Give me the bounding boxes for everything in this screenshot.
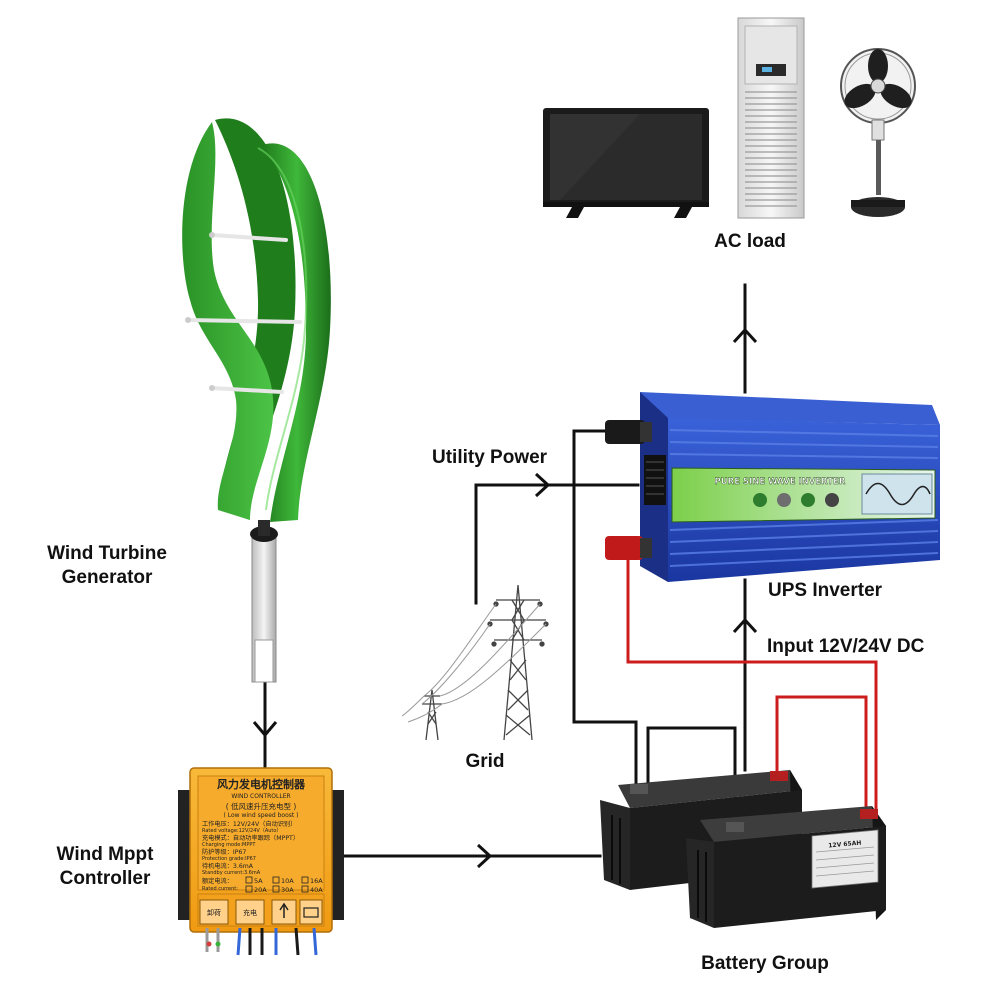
controller-label-text: 风力发电机控制器 WIND CONTROLLER ( 低风速升压充电型 ) ( … <box>202 777 323 917</box>
battery-right-image <box>686 806 886 928</box>
controller-subtitle-en: ( Low wind speed boost ) <box>224 812 299 819</box>
wind-mppt-controller-image <box>178 767 344 956</box>
tv-image <box>543 108 709 218</box>
wind-turbine-label: Wind Turbine Generator <box>12 542 202 590</box>
wire-inverter-positive <box>626 546 878 820</box>
wind-mppt-line2: Controller <box>59 868 151 889</box>
controller-spec-line: Charging mode:MPPT <box>202 842 256 848</box>
controller-spec-line: 充电模式：自动功率跟踪（MPPT） <box>202 834 299 842</box>
arrow-up-ac-load <box>732 327 758 344</box>
controller-spec-line: Standby current:3.6mA <box>202 870 261 876</box>
current-option: 30A <box>281 886 294 894</box>
wire-grid-to-inverter <box>474 483 640 605</box>
ups-inverter-label: UPS Inverter <box>768 579 882 603</box>
ups-inverter-text: UPS Inverter <box>768 580 883 601</box>
ac-load-text: AC load <box>714 231 786 252</box>
controller-current-options: 5A 10A 16A 20A 30A 40A <box>245 876 323 894</box>
arrow-right-utility <box>534 472 551 498</box>
input-dc-label: Input 12V/24V DC <box>767 635 924 659</box>
ups-inverter-image <box>605 392 940 582</box>
wind-turbine-image <box>182 118 331 683</box>
input-dc-text: Input 12V/24V DC <box>767 636 925 657</box>
arrow-up-dc-input <box>732 617 758 634</box>
utility-power-label: Utility Power <box>432 446 547 470</box>
wind-mppt-line1: Wind Mppt <box>56 844 154 865</box>
ac-load-label: AC load <box>690 230 810 254</box>
grid-towers-image <box>401 584 549 741</box>
controller-title-cn: 风力发电机控制器 <box>217 777 306 791</box>
controller-spec-line: 工作电压：12V/24V（自动识别） <box>202 820 296 828</box>
controller-subtitle-cn: ( 低风速升压充电型 ) <box>226 801 297 811</box>
controller-spec-line: 防护等级：IP67 <box>202 848 246 856</box>
battery-group-label: Battery Group <box>680 952 850 976</box>
controller-port-label: 卸荷 <box>207 908 221 917</box>
battery-group-text: Battery Group <box>701 953 829 974</box>
current-option: 5A <box>254 877 263 885</box>
wind-turbine-line1: Wind Turbine <box>47 543 167 564</box>
inverter-banner-text: PURE SINE WAVE INVERTER <box>715 477 846 487</box>
arrow-down-turbine <box>252 721 278 738</box>
controller-current-label-cn: 额定电流： <box>202 877 233 885</box>
controller-spec-line: 待机电流：3.6mA <box>202 862 254 870</box>
wind-mppt-label: Wind Mppt Controller <box>20 843 190 891</box>
current-option: 20A <box>254 886 267 894</box>
arrow-right-controller <box>476 843 493 869</box>
controller-spec-line: Protection grade:IP67 <box>202 856 256 862</box>
fan-image <box>840 48 916 217</box>
wires <box>263 283 878 858</box>
controller-title-en: WIND CONTROLLER <box>231 793 290 800</box>
grid-text: Grid <box>465 751 505 772</box>
current-option: 10A <box>281 877 294 885</box>
flow-arrows <box>252 327 758 869</box>
controller-port-label: 充电 <box>243 908 257 917</box>
grid-label: Grid <box>440 750 530 774</box>
air-conditioner-image <box>737 17 805 219</box>
controller-current-label-en: Rated current: <box>202 886 238 892</box>
current-option: 16A <box>310 877 323 885</box>
wire-battery-link-red <box>775 695 868 820</box>
wind-turbine-line2: Generator <box>61 567 153 588</box>
current-option: 40A <box>310 886 323 894</box>
wire-inverter-negative <box>572 429 638 792</box>
battery-label-text: 12V 65AH <box>828 840 862 850</box>
utility-power-text: Utility Power <box>432 447 548 468</box>
controller-spec-line: Rated voltage:12V/24V（Auto） <box>202 828 281 834</box>
